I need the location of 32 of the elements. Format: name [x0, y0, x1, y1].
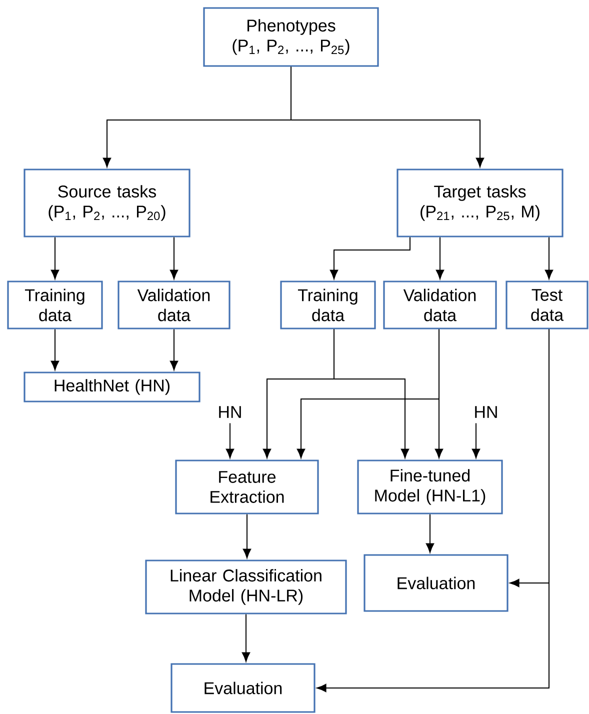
process-box: Source tasks (P$_{1}$, P$_{2}$, ..., P$_{20}$)	[24, 168, 190, 238]
process-box: Feature Extraction	[175, 460, 319, 514]
process-box: Training data	[280, 280, 376, 330]
process-box: Test data	[506, 280, 588, 330]
process-box: HealthNet (HN)	[24, 372, 200, 402]
arrow	[170, 236, 178, 280]
arrow	[50, 236, 60, 280]
arrow	[242, 614, 250, 662]
arrow	[290, 66, 484, 168]
input-label: HN	[475, 406, 497, 418]
process-box: Evaluation	[364, 554, 508, 612]
arrow	[226, 422, 234, 458]
arrow	[242, 514, 252, 558]
process-box: Fine-tuned Model (HN-L1)	[357, 460, 503, 514]
process-box: Evaluation	[170, 663, 316, 713]
arrow	[436, 236, 444, 280]
arrow	[316, 328, 550, 692]
process-box: Target tasks (P$_{21}$, ..., P$_{25}$, M)	[396, 168, 564, 238]
arrow	[50, 328, 60, 370]
process-box: Linear Classification Model (HN-LR)	[145, 560, 347, 614]
process-box: Validation data	[118, 280, 230, 330]
process-box: Training data	[7, 280, 103, 330]
arrow	[472, 422, 480, 458]
arrow	[170, 328, 178, 370]
process-box: Phenotypes (P$_{1}$, P$_{2}$, ..., P$_{25}$)	[203, 7, 379, 67]
arrow	[434, 328, 444, 458]
input-label: HN	[219, 406, 241, 418]
arrow	[544, 236, 554, 280]
arrow	[426, 514, 434, 553]
process-box: Validation data	[383, 280, 497, 330]
arrow	[334, 328, 410, 458]
arrow	[330, 236, 410, 280]
